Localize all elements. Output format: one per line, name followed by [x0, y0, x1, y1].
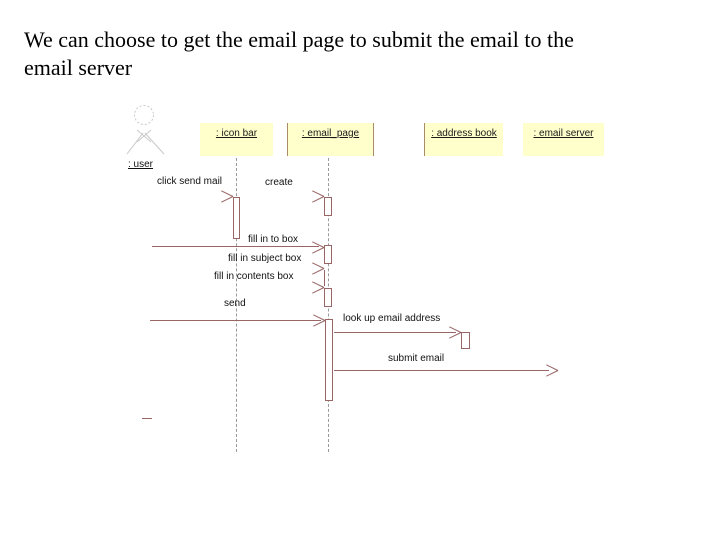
object-label-user: : user [128, 159, 154, 170]
message-label-create: create [265, 177, 293, 188]
message-arrowhead-create [311, 189, 324, 203]
message-arrowhead-click-send-mail [220, 189, 233, 203]
message-label-fill-in-subject-box: fill in subject box [228, 253, 302, 264]
message-label-click-send-mail: click send mail [157, 176, 223, 187]
message-line-send [150, 320, 321, 321]
object-label-icon-bar: : icon bar [215, 128, 258, 139]
activation-address-book [461, 332, 470, 349]
message-arrowhead-submit-email [545, 363, 558, 377]
message-arrowhead-fill-in-contents-box [311, 280, 324, 294]
activation-icon-bar [233, 197, 240, 239]
object-box-icon-bar: : icon bar [200, 123, 273, 156]
slide-title-line-2: email server [24, 55, 133, 80]
slide-title-line-1: We can choose to get the email page to s… [24, 27, 574, 52]
object-label-address-book: : address book [431, 128, 497, 139]
object-box-email-page: : email_page [287, 123, 374, 156]
object-label-email-server: : email server [533, 128, 594, 139]
activation-email-page-create [324, 197, 332, 216]
object-box-address-book: : address book [424, 123, 503, 156]
message-line-look-up-email-address [334, 332, 456, 333]
message-arrowhead-send [312, 313, 325, 327]
activation-email-page-fill-1 [324, 245, 332, 264]
message-label-fill-in-contents-box: fill in contents box [214, 271, 294, 282]
message-line-fill-in-to-box [152, 246, 319, 247]
message-label-send: send [224, 298, 246, 309]
message-label-fill-in-to-box: fill in to box [248, 234, 299, 245]
message-label-submit-email: submit email [388, 353, 445, 364]
user-actor-icon [126, 105, 165, 155]
message-arrowhead-fill-in-to-box [311, 240, 324, 254]
message-label-look-up-email-address: look up email address [343, 313, 441, 324]
object-box-email-server: : email server [523, 123, 604, 156]
activation-email-page-fill-2 [324, 288, 332, 307]
object-label-email-page: : email_page [301, 128, 360, 139]
lifeline-icon-bar [236, 158, 237, 452]
activation-email-page-fill-edge [324, 270, 325, 286]
message-arrowhead-fill-in-subject-box [311, 261, 324, 275]
activation-email-page-main [325, 319, 333, 401]
user-lifeline-end-dash [142, 418, 152, 419]
message-line-submit-email [334, 370, 549, 371]
message-arrowhead-look-up-email-address [448, 325, 461, 339]
